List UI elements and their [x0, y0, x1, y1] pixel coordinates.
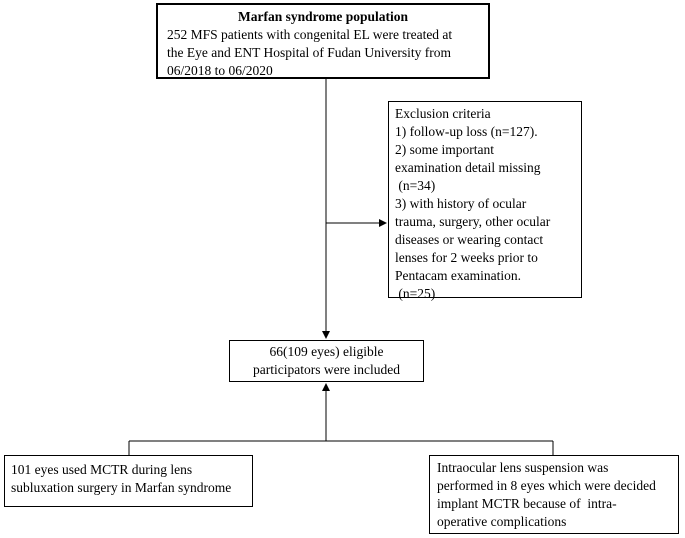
mctr-line-1: 101 eyes used MCTR during lens [11, 462, 193, 477]
exclusion-line-2: 2) some important [395, 142, 494, 157]
exclusion-line-1: 1) follow-up loss (n=127). [395, 124, 538, 139]
exclusion-heading: Exclusion criteria [395, 106, 491, 121]
suspension-line-3: implant MCTR because of intra- [437, 496, 617, 511]
exclusion-line-3: examination detail missing [395, 160, 541, 175]
eligible-line-1: 66(109 eyes) eligible [269, 344, 384, 359]
suspension-line-1: Intraocular lens suspension was [437, 460, 609, 475]
population-title: Marfan syndrome population [237, 9, 409, 24]
population-line-2: the Eye and ENT Hospital of Fudan Univer… [167, 45, 451, 60]
exclusion-line-5: 3) with history of ocular [395, 196, 527, 211]
mctr-box: 101 eyes used MCTR during lens subluxati… [4, 455, 253, 507]
suspension-line-4: operative complications [437, 514, 567, 529]
exclusion-line-4: (n=34) [395, 178, 436, 193]
exclusion-line-7: diseases or wearing contact [395, 232, 544, 247]
population-line-1: 252 MFS patients with congenital EL were… [167, 27, 453, 42]
population-line-3: 06/2018 to 06/2020 [167, 63, 273, 78]
iol-suspension-box: Intraocular lens suspension was performe… [429, 455, 679, 534]
exclusion-line-6: trauma, surgery, other ocular [395, 214, 551, 229]
exclusion-line-10: (n=25) [395, 286, 436, 301]
exclusion-line-9: Pentacam examination. [395, 268, 521, 283]
exclusion-criteria-box: Exclusion criteria 1) follow-up loss (n=… [388, 101, 582, 301]
population-box: Marfan syndrome population 252 MFS patie… [156, 3, 490, 79]
mctr-line-2: subluxation surgery in Marfan syndrome [11, 480, 232, 495]
eligible-line-2: participators were included [253, 362, 400, 377]
suspension-line-2: performed in 8 eyes which were decided [437, 478, 656, 493]
eligible-participants-box: 66(109 eyes) eligible participators were… [229, 340, 424, 382]
exclusion-line-8: lenses for 2 weeks prior to [395, 250, 538, 265]
